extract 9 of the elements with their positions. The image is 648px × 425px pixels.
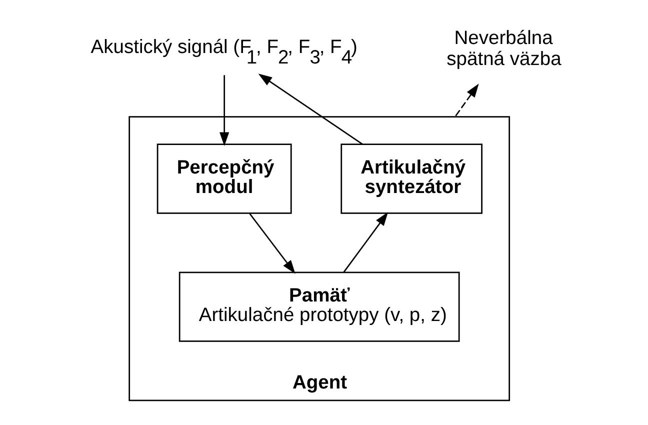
- node-box: Artikulačný syntezátor: [340, 144, 482, 214]
- node-text: Neverbálna spätná väzba: [446, 28, 561, 70]
- arrow: [248, 213, 295, 274]
- node-box: Pamäť Artikulačné prototypy (v, p, z): [178, 272, 460, 342]
- arrow: [454, 84, 478, 118]
- arrow: [342, 212, 388, 273]
- arrow: [258, 74, 362, 145]
- arrow: [219, 75, 229, 146]
- node-box: Percepčný modul: [156, 144, 292, 214]
